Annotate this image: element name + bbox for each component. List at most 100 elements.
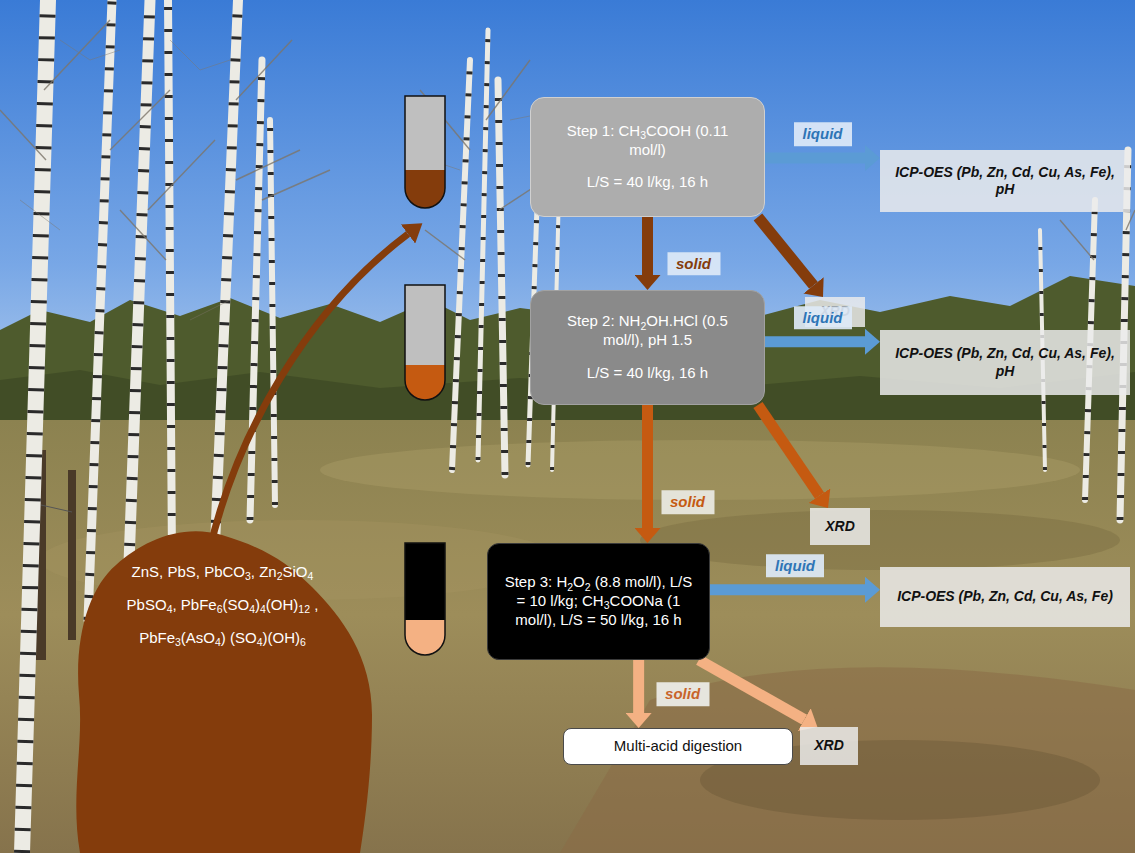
meadow (640, 510, 1120, 570)
text-run: 6 (300, 636, 306, 648)
birch-trunk (270, 120, 275, 505)
node-text: ICP-OES (Pb, Zn, Cd, Cu, As, Fe) (897, 588, 1113, 606)
text-run: 4 (215, 636, 221, 648)
birch-trunk (128, 0, 150, 590)
flow-arrow (710, 584, 865, 595)
bare-branch (0, 20, 1135, 260)
text-run: O (573, 573, 585, 590)
test-tube (405, 543, 445, 655)
fence-post (68, 470, 76, 640)
text-run: ZnS, PbS, PbCO (132, 563, 245, 580)
node-text: Step 2: NH2OH.HCl (0.5 mol/l), pH 1.5 (557, 312, 738, 350)
node-text: L/S = 40 l/kg, 16 h (587, 173, 708, 192)
flow-arrow (642, 405, 653, 528)
text-run: SiO (283, 563, 308, 580)
birch-trunk (22, 0, 1128, 853)
birch-trunk (498, 80, 505, 475)
text-run: Step 1: CH (567, 122, 640, 139)
meadow (560, 667, 1135, 853)
text-run: 2 (277, 570, 283, 582)
test-tube (405, 96, 445, 208)
node-text: ICP-OES (Pb, Zn, Cd, Cu, As, Fe), pH (890, 345, 1120, 380)
text-run: 3 (245, 570, 251, 582)
text-run: 4 (260, 603, 266, 615)
text-run: (OH) (266, 596, 299, 613)
soil-blob-outline (76, 531, 372, 853)
birch-trunk (452, 60, 470, 470)
birch-trunk (250, 60, 262, 520)
flow-label: liquid (794, 122, 852, 146)
text-run: ) (SO (221, 629, 257, 646)
text-run: PbSO (127, 596, 167, 613)
text-run: XRD (814, 737, 844, 753)
text-run: L/S = 40 l/kg, 16 h (587, 364, 708, 381)
text-run: 12 (298, 603, 310, 615)
flow-arrow (765, 153, 865, 164)
text-run: 2 (640, 320, 646, 332)
flow-arrow (642, 217, 653, 275)
extraction-step-box: Step 1: CH3COOH (0.11 mol/l) L/S = 40 l/k… (530, 97, 765, 217)
flow-arrow (758, 217, 814, 285)
node-text: Multi-acid digestion (614, 737, 742, 756)
text-run: (SO (223, 596, 250, 613)
birch-trunk (88, 0, 112, 620)
birch-trunk (22, 0, 48, 853)
test-tube (405, 96, 445, 170)
text-run: 2 (585, 581, 591, 593)
text-run: 3 (640, 129, 646, 141)
birch-trunk (22, 0, 1128, 853)
text-run: 4 (308, 570, 314, 582)
text-run: ICP-OES (Pb, Zn, Cd, Cu, As, Fe) (897, 588, 1113, 604)
text-run: 4 (249, 603, 255, 615)
analysis-box: ICP-OES (Pb, Zn, Cd, Cu, As, Fe), pH (880, 150, 1130, 212)
birch-trunk (168, 0, 172, 560)
birch-trunk (478, 30, 488, 460)
birch-trunk (128, 0, 150, 590)
test-tube (405, 543, 445, 620)
soil-sample-blob: ZnS, PbS, PbCO3, Zn2SiO4 PbSO4, PbFe6(SO… (70, 515, 375, 853)
birch-trunk (452, 60, 470, 470)
text-run: Step 2: NH (567, 312, 640, 329)
text-run: L/S = 40 l/kg, 16 h (587, 173, 708, 190)
text-run: 2 (567, 581, 573, 593)
birch-trunk (168, 0, 172, 560)
text-run: (AsO (181, 629, 215, 646)
flow-arrow (699, 660, 804, 720)
flow-label: liquid (766, 554, 824, 578)
test-tube (405, 285, 445, 365)
birch-trunk (22, 0, 1128, 853)
flow-label: solid (667, 252, 720, 276)
birch-trunk (250, 60, 262, 520)
extraction-step-box: Step 2: NH2OH.HCl (0.5 mol/l), pH 1.5L/S… (530, 290, 765, 405)
text-run: 3 (604, 599, 610, 611)
extraction-step-box: Step 3: H2O2 (8.8 mol/l), L/S = 10 l/kg;… (487, 543, 710, 660)
node-text: Step 1: CH3COOH (0.11 mol/l) (557, 122, 738, 160)
fence-post (36, 450, 76, 660)
text-run: )(OH) (263, 629, 301, 646)
text-run: 6 (217, 603, 223, 615)
text-run: ICP-OES (Pb, Zn, Cd, Cu, As, Fe), pH (895, 164, 1115, 198)
text-run: 4 (257, 636, 263, 648)
node-text: XRD (825, 518, 855, 536)
digestion-box: Multi-acid digestion (563, 728, 793, 765)
text-run: , Zn (251, 563, 277, 580)
birch-trunk (88, 0, 112, 620)
node-text: L/S = 40 l/kg, 16 h (587, 364, 708, 383)
flow-label: solid (656, 682, 709, 706)
text-run: Step 3: H (505, 573, 568, 590)
flow-arrow (758, 405, 820, 496)
analysis-box: XRD (810, 508, 870, 545)
analysis-box: ICP-OES (Pb, Zn, Cd, Cu, As, Fe) (880, 567, 1130, 627)
text-run: ICP-OES (Pb, Zn, Cd, Cu, As, Fe), pH (895, 345, 1115, 379)
birch-trunk (478, 30, 488, 460)
bare-branch (20, 40, 560, 320)
text-run: ) (255, 596, 260, 613)
text-run: Multi-acid digestion (614, 737, 742, 754)
analysis-box: XRD (800, 727, 858, 765)
flow-label: liquid (794, 306, 852, 330)
text-run: , PbFe (172, 596, 216, 613)
text-run: 3 (175, 636, 181, 648)
fence-post (41, 505, 72, 512)
